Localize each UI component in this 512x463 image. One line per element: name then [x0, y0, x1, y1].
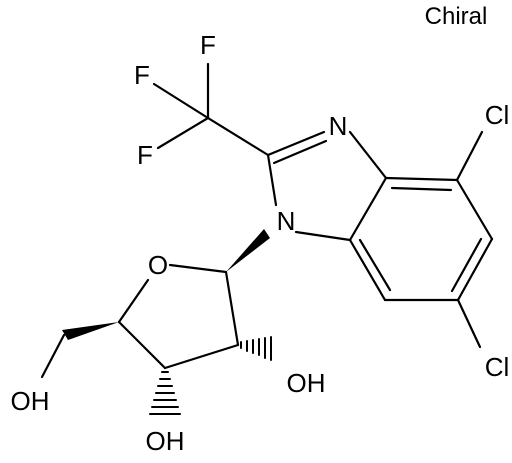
- atom-n1: N: [277, 206, 296, 236]
- bond-c6-cl: [456, 298, 482, 349]
- atom-oh-c5: OH: [11, 386, 50, 416]
- bond-lines: [117, 62, 494, 370]
- bond-c-f3: [156, 116, 210, 150]
- atom-cl4: Cl: [485, 100, 510, 130]
- atom-f1: F: [200, 30, 216, 60]
- wedge-c1-n1: [226, 229, 270, 272]
- bond-c2-c3: [163, 343, 240, 370]
- bond-c3a-c4: [384, 176, 459, 182]
- bond-c7-c7a-inner: [358, 238, 392, 292]
- bond-c3a-c7a: [348, 176, 388, 242]
- bond-c2-n1: [266, 153, 278, 207]
- bond-cf3-c2: [206, 116, 270, 157]
- bond-c3a-c4-inner: [390, 186, 453, 192]
- bond-c5-oh: [40, 333, 66, 379]
- wedge-c4-c5: [62, 322, 119, 340]
- bond-c7-c7a: [348, 238, 387, 302]
- bond-c2-n3-a: [266, 130, 326, 157]
- atom-f2: F: [134, 60, 150, 90]
- atom-oh-c2: OH: [287, 368, 326, 398]
- atom-cl6: Cl: [485, 352, 510, 382]
- atom-labels: F F F N N Cl Cl O OH OH OH: [11, 30, 510, 456]
- bond-n3-c3a: [348, 130, 388, 180]
- bond-n1-c7a: [294, 230, 352, 242]
- wedge-bonds: [62, 229, 270, 340]
- bond-c5-c6: [456, 237, 494, 302]
- bond-c3-c4: [117, 320, 167, 370]
- bond-c-f2: [152, 82, 210, 120]
- atom-o-ring: O: [148, 250, 168, 280]
- bond-c4-cl: [455, 130, 484, 182]
- atom-n3: N: [329, 111, 348, 141]
- bond-o-c1: [168, 263, 228, 274]
- hashed-bonds: [149, 336, 272, 415]
- bond-c5-c6-inner: [450, 237, 483, 293]
- bond-c1-c2: [224, 270, 240, 347]
- bond-o-c4: [117, 278, 150, 324]
- atom-oh-c3: OH: [146, 426, 185, 456]
- bond-c2-n3-b: [272, 139, 328, 165]
- bond-c4-c5: [455, 178, 494, 241]
- atom-f3: F: [137, 140, 153, 170]
- chiral-label: Chiral: [425, 3, 488, 30]
